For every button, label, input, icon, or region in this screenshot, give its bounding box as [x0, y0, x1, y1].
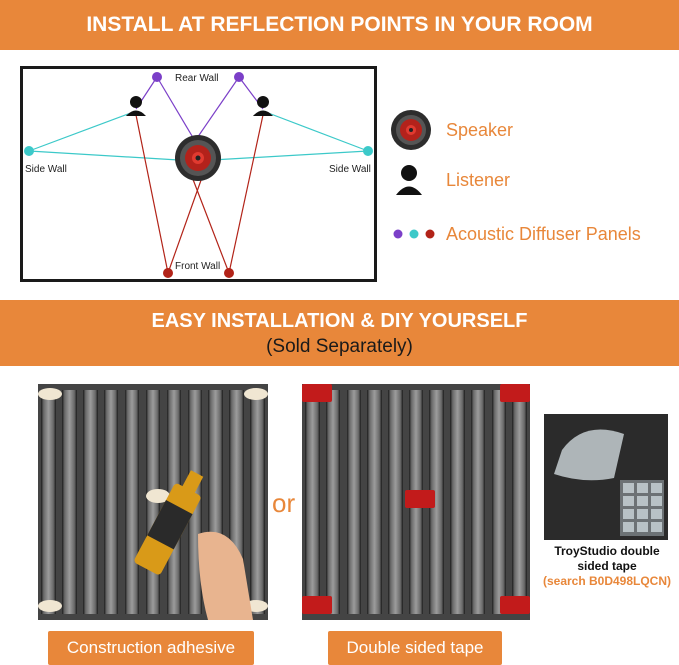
panel-slat	[305, 390, 320, 614]
legend-speaker: Speaker	[390, 109, 513, 151]
panel-slat	[429, 390, 444, 614]
tape-grid-cell	[637, 522, 648, 532]
panel-slat	[367, 390, 382, 614]
front-reflection-line	[228, 114, 264, 274]
listener-icon	[253, 96, 273, 116]
tape-piece	[302, 384, 332, 402]
adhesive-tube	[134, 470, 204, 575]
rear-reflection-line	[194, 76, 240, 142]
panel-slat	[388, 390, 403, 614]
front-wall-label: Front Wall	[175, 261, 221, 272]
tape-grid-cell	[651, 522, 662, 532]
tape-piece	[302, 596, 332, 614]
legend-panels: Acoustic Diffuser Panels	[390, 222, 641, 246]
room-diagram-svg	[24, 72, 373, 278]
tape-piece	[405, 490, 435, 508]
front-reflection-line	[167, 168, 206, 274]
legend-panels-label: Acoustic Diffuser Panels	[446, 223, 641, 244]
side-reflection-line	[28, 110, 137, 152]
tape-piece	[500, 384, 530, 402]
side-panel-dot	[363, 146, 373, 156]
tape-caption-text: TroyStudio double sided tape	[554, 544, 660, 573]
side-reflection-line	[28, 150, 196, 162]
legend-listener-label: Listener	[446, 169, 511, 190]
panel-slat	[346, 390, 362, 614]
side-reflection-line	[262, 110, 369, 152]
legend-speaker-label: Speaker	[446, 119, 514, 140]
tape-grid-cell	[623, 483, 634, 493]
tape-grid-cell	[623, 509, 634, 519]
front-reflection-line	[135, 114, 169, 274]
side-wall-right-label: Side Wall	[329, 164, 371, 175]
top-banner: INSTALL AT REFLECTION POINTS IN YOUR ROO…	[0, 0, 679, 50]
middle-banner: EASY INSTALLATION & DIY YOURSELF (Sold S…	[0, 300, 679, 366]
panel-slat	[325, 390, 341, 614]
tape-grid-cell	[651, 509, 662, 519]
tape-caption: TroyStudio double sided tape (search B0D…	[538, 544, 676, 589]
tape-grid	[620, 480, 664, 536]
adhesive-blob	[38, 388, 62, 400]
tape-grid-cell	[623, 496, 634, 506]
rear-panel-dot	[152, 72, 162, 82]
top-banner-title: INSTALL AT REFLECTION POINTS IN YOUR ROO…	[86, 13, 593, 36]
front-panel-dot	[224, 268, 234, 278]
adhesive-blob	[38, 600, 62, 612]
legend-listener: Listener	[390, 164, 510, 196]
tape-piece	[500, 596, 530, 614]
front-panel-dot	[163, 268, 173, 278]
side-wall-left-label: Side Wall	[25, 164, 67, 175]
rear-wall-label: Rear Wall	[175, 73, 219, 84]
speaker-icon	[175, 135, 221, 181]
panel-slat	[512, 390, 527, 614]
panel-slat	[62, 390, 77, 614]
side-panel-dot	[24, 146, 34, 156]
tape-grid-cell	[623, 522, 634, 532]
double-sided-tape-button[interactable]: Double sided tape	[328, 631, 502, 665]
tape-grid-cell	[637, 509, 648, 519]
room-diagram: Rear Wall Side Wall Side Wall Front Wall	[20, 66, 377, 282]
panel-slat	[470, 390, 486, 614]
listener-icon	[396, 165, 422, 195]
hand	[198, 531, 253, 620]
panel-slat	[250, 390, 265, 614]
adhesive-blob	[146, 489, 170, 503]
tape-product-image	[544, 414, 668, 540]
construction-adhesive-button[interactable]: Construction adhesive	[48, 631, 254, 665]
adhesive-overlay	[38, 388, 268, 620]
middle-banner-title: EASY INSTALLATION & DIY YOURSELF	[151, 310, 528, 332]
panel-slat	[82, 390, 98, 614]
tape-product-svg	[554, 429, 664, 536]
middle-banner-subtitle: (Sold Separately)	[266, 336, 413, 357]
rear-panel-dot	[234, 72, 244, 82]
panel-slat	[103, 390, 119, 614]
speaker-icon	[391, 110, 431, 150]
rear-reflection-line	[156, 76, 196, 142]
side-reflection-line	[194, 150, 369, 162]
panel-slat	[491, 390, 507, 614]
listener-icon	[126, 96, 146, 116]
panel-slat	[450, 390, 465, 614]
panel-dots-icon	[393, 229, 435, 239]
panel-slat	[41, 390, 56, 614]
or-label: or	[272, 488, 296, 518]
tape-grid-cell	[651, 496, 662, 506]
front-reflection-line	[188, 168, 230, 274]
tape-grid-cell	[637, 483, 648, 493]
tape-grid-cell	[651, 483, 662, 493]
tape-search-note: (search B0D498LQCN)	[542, 574, 672, 588]
tape-grid-cell	[637, 496, 648, 506]
adhesive-blob	[244, 388, 268, 400]
